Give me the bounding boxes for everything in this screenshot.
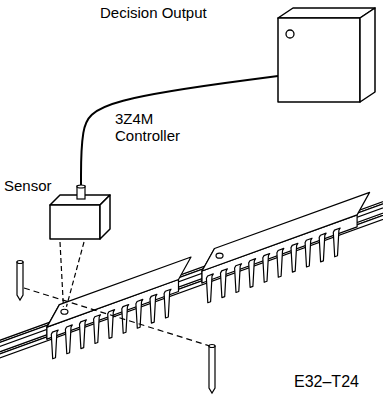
chip-pin bbox=[249, 259, 256, 288]
rail-side bbox=[0, 183, 383, 371]
output-caption: Decision Output bbox=[100, 4, 207, 21]
chip-pin bbox=[164, 289, 171, 318]
controller-outline bbox=[278, 6, 378, 106]
light-post bbox=[17, 261, 23, 301]
box-front bbox=[278, 18, 360, 102]
chip-pin bbox=[333, 228, 340, 257]
chip-top bbox=[202, 192, 370, 271]
rail-top bbox=[0, 166, 383, 352]
chip-pin bbox=[108, 310, 115, 339]
sensor-caption: Sensor bbox=[4, 177, 52, 194]
chip-pin bbox=[305, 238, 312, 267]
sensor-cable bbox=[81, 76, 278, 185]
cable-plug bbox=[77, 186, 85, 199]
controller-caption: 3Z4M Controller bbox=[115, 110, 195, 145]
box-side bbox=[100, 195, 110, 239]
sensor-outline bbox=[50, 185, 112, 241]
post-body bbox=[209, 346, 215, 393]
rail-side bbox=[0, 169, 383, 357]
conveyor-rails bbox=[0, 166, 383, 371]
chip-pin bbox=[206, 274, 213, 303]
chip-pin bbox=[94, 315, 101, 344]
post-top bbox=[209, 345, 215, 348]
plug-top bbox=[77, 185, 85, 188]
light-post bbox=[209, 345, 215, 394]
indicator-lamp bbox=[286, 30, 294, 38]
ic-chip bbox=[202, 192, 370, 302]
sensor-beam bbox=[60, 242, 63, 307]
box-top bbox=[278, 8, 375, 18]
post-top bbox=[17, 261, 23, 264]
figure-code: E32–T24 bbox=[294, 373, 359, 391]
controller-box: Decision Output3Z4M Controller bbox=[278, 6, 378, 106]
chip-pin bbox=[291, 243, 298, 272]
index-dot bbox=[216, 253, 223, 258]
light-beam bbox=[24, 288, 210, 346]
chip-pin bbox=[80, 320, 87, 349]
chip-pin bbox=[235, 264, 242, 293]
ic-chip bbox=[47, 257, 191, 359]
rail-top bbox=[0, 181, 383, 367]
chip-pin bbox=[221, 269, 228, 298]
chip-pin bbox=[319, 233, 326, 262]
index-dot bbox=[61, 309, 68, 314]
chip-pin bbox=[277, 248, 284, 277]
sensor-beam bbox=[66, 242, 84, 307]
box-front bbox=[50, 205, 100, 239]
sensor-box: Sensor bbox=[50, 185, 112, 241]
chip-pin bbox=[65, 325, 72, 354]
chip-pin bbox=[150, 294, 157, 323]
chip-pin bbox=[263, 254, 270, 283]
box-side bbox=[360, 8, 375, 102]
post-body bbox=[17, 262, 23, 300]
chip-pin bbox=[51, 330, 58, 359]
chip-top bbox=[47, 257, 191, 327]
